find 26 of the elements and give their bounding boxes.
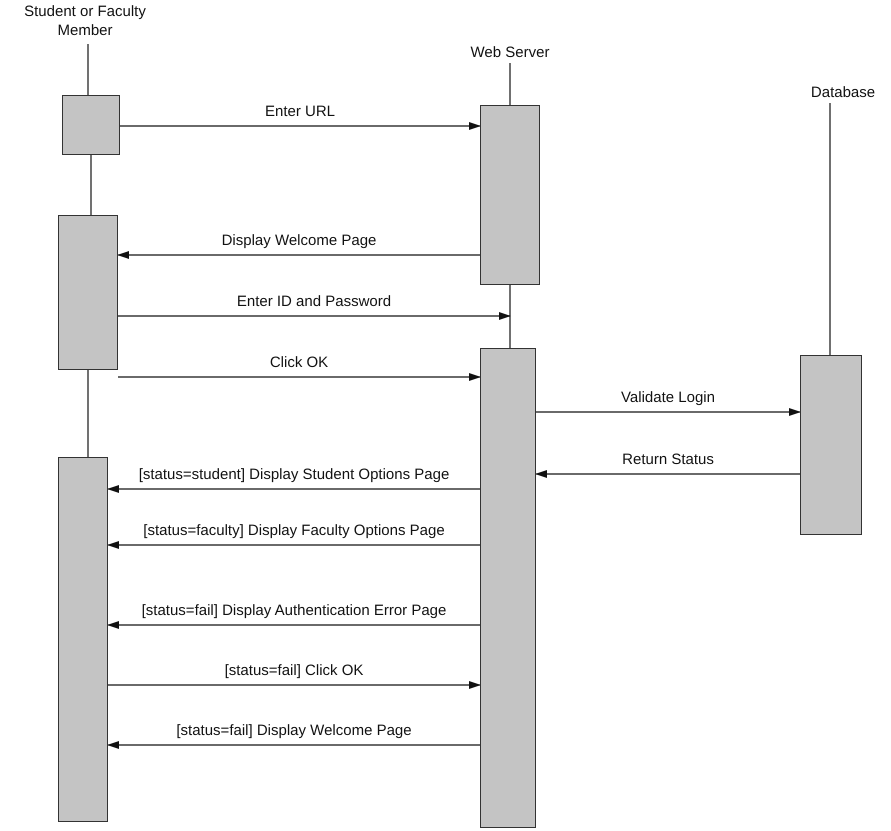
message-arrow [535, 470, 800, 478]
message-arrow [118, 373, 481, 381]
lifeline-title: Student or Faculty Member [0, 2, 170, 40]
lifeline [87, 370, 89, 457]
activation-bar [480, 348, 536, 828]
message-arrow [536, 408, 801, 416]
message-arrow [117, 251, 480, 259]
message-arrow [107, 485, 480, 493]
message-arrow [108, 681, 481, 689]
lifeline [509, 63, 511, 105]
message-arrow [107, 541, 480, 549]
lifeline [90, 155, 92, 215]
message-arrow [107, 741, 480, 749]
message-arrow [120, 122, 481, 130]
activation-bar [480, 105, 540, 285]
message-arrow [107, 621, 480, 629]
lifeline [829, 103, 831, 355]
activation-bar [58, 457, 108, 822]
activation-bar [58, 215, 118, 370]
activation-bar [800, 355, 862, 535]
lifeline [87, 44, 89, 95]
activation-bar [62, 95, 120, 155]
lifeline-title: Database [795, 83, 891, 102]
lifeline [509, 285, 511, 348]
lifeline-title: Web Server [455, 43, 565, 62]
message-arrow [118, 312, 511, 320]
